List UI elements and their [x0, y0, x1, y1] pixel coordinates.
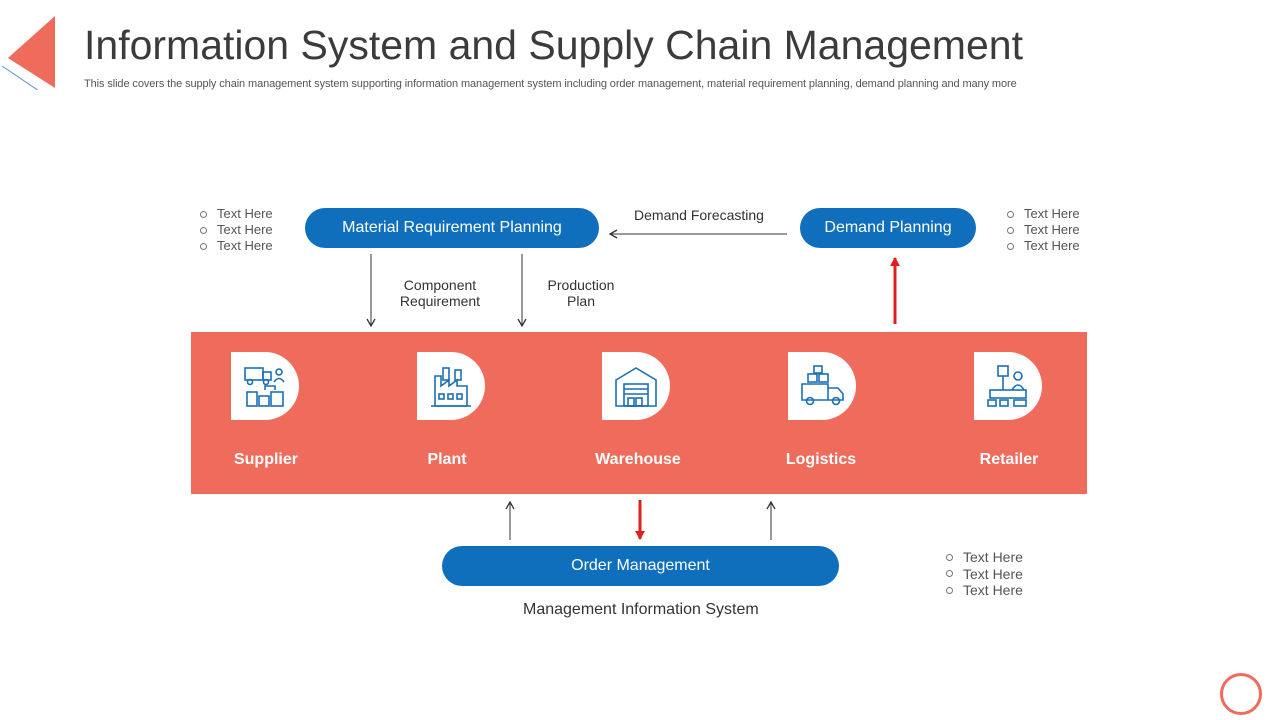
delivery-truck-icon	[801, 365, 844, 406]
list-item: Text Here	[200, 222, 273, 238]
list-item: Text Here	[946, 566, 1023, 583]
list-item: Text Here	[1007, 222, 1080, 238]
order-management-node: Order Management	[442, 546, 839, 586]
plant-node	[417, 352, 485, 420]
retailer-label: Retailer	[979, 451, 1039, 468]
bullet-list-left: Text Here Text Here Text Here	[200, 206, 273, 254]
supplier-label: Supplier	[233, 451, 298, 468]
component-requirement-label: Component Requirement	[399, 277, 481, 309]
list-item: Text Here	[1007, 206, 1080, 222]
list-item: Text Here	[1007, 238, 1080, 254]
page-subtitle: This slide covers the supply chain manag…	[84, 78, 1017, 90]
bullet-list-right: Text Here Text Here Text Here	[1007, 206, 1080, 254]
list-item: Text Here	[200, 206, 273, 222]
logistics-node	[788, 352, 856, 420]
demand-planning-node: Demand Planning	[800, 208, 976, 248]
warehouse-icon	[615, 367, 657, 407]
warehouse-label: Warehouse	[595, 451, 681, 468]
page-title: Information System and Supply Chain Mana…	[84, 22, 1023, 68]
material-requirement-planning-node: Material Requirement Planning	[305, 208, 599, 248]
warehouse-node	[602, 352, 670, 420]
retailer-icon	[987, 365, 1027, 407]
supplier-icon	[244, 367, 285, 407]
list-item: Text Here	[200, 238, 273, 254]
retailer-node	[974, 352, 1042, 420]
management-information-system-caption: Management Information System	[523, 601, 759, 618]
plant-label: Plant	[427, 451, 467, 468]
production-plan-label: Production Plan	[547, 277, 615, 309]
demand-forecasting-label: Demand Forecasting	[634, 207, 764, 223]
list-item: Text Here	[946, 582, 1023, 599]
bullet-list-bottom: Text Here Text Here Text Here	[946, 549, 1023, 599]
factory-icon	[431, 367, 471, 407]
supplier-node	[231, 352, 299, 420]
logistics-label: Logistics	[785, 451, 857, 468]
list-item: Text Here	[946, 549, 1023, 566]
corner-ring-decoration	[1220, 673, 1262, 715]
corner-triangle-decoration	[1, 16, 55, 90]
